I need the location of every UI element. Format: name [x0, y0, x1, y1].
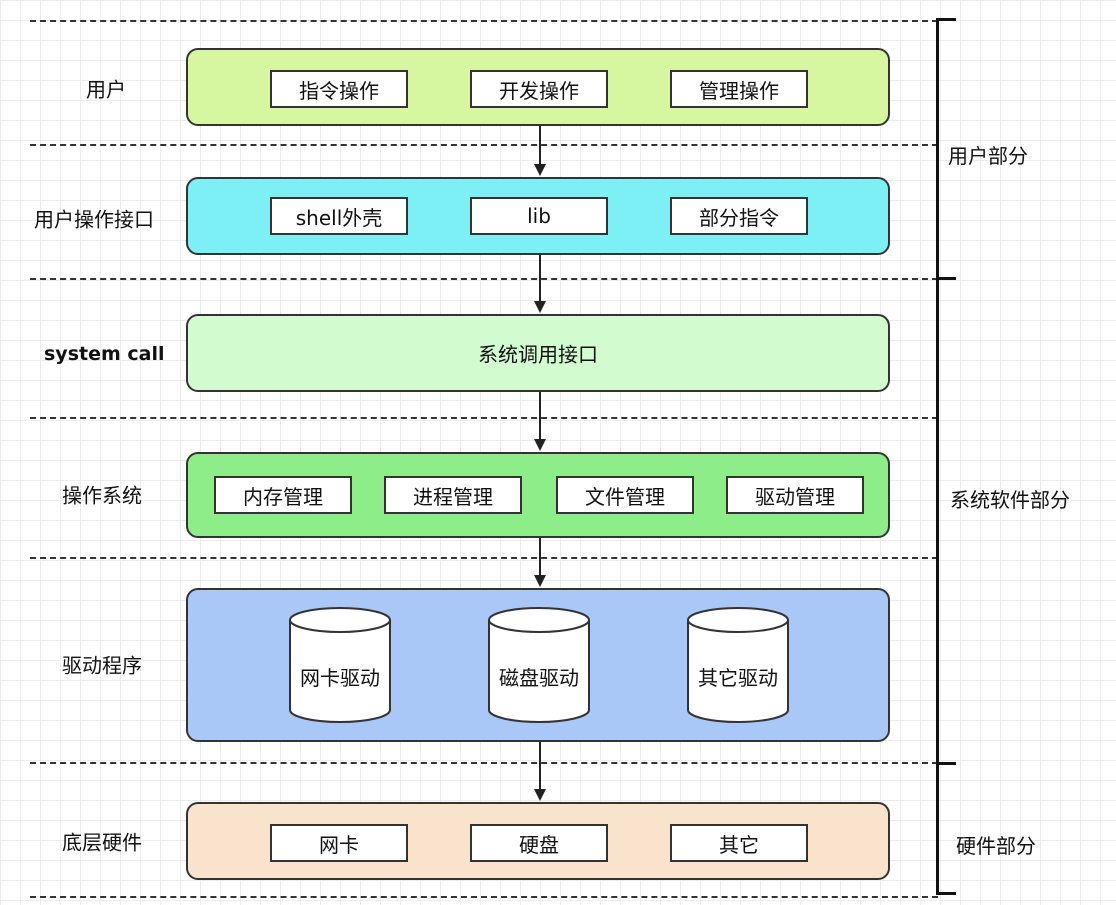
- layer-os: 内存管理 进程管理 文件管理 驱动管理: [186, 452, 890, 538]
- row-label-user-interface: 用户操作接口: [34, 207, 154, 232]
- item-file-mgmt: 文件管理: [556, 476, 694, 514]
- row-label-driver: 驱动程序: [62, 653, 142, 678]
- bracket-tick: [936, 762, 956, 765]
- item-lib: lib: [470, 197, 608, 235]
- arrow-down-icon: [534, 126, 546, 176]
- layer-user-interface: shell外壳 lib 部分指令: [186, 177, 890, 255]
- section-label-hardware: 硬件部分: [956, 834, 1036, 858]
- item-nic: 网卡: [270, 824, 408, 862]
- bracket-tick: [936, 892, 956, 895]
- item-hard-disk: 硬盘: [470, 824, 608, 862]
- divider-line: [30, 144, 938, 146]
- item-memory-mgmt: 内存管理: [214, 476, 352, 514]
- arrow-down-icon: [534, 742, 546, 801]
- divider-line: [30, 20, 938, 22]
- layer-user: 指令操作 开发操作 管理操作: [186, 48, 890, 126]
- divider-line: [30, 278, 938, 280]
- bracket-tick: [936, 18, 956, 21]
- row-label-user: 用户: [86, 77, 126, 102]
- cylinder-label: 其它驱动: [698, 666, 778, 690]
- cylinder-disk-driver: 磁盘驱动: [487, 606, 591, 724]
- divider-line: [30, 417, 938, 419]
- divider-line: [30, 762, 938, 764]
- bracket-vertical-line: [936, 18, 939, 894]
- item-other: 其它: [670, 824, 808, 862]
- item-partial-commands: 部分指令: [670, 197, 808, 235]
- layer-hardware: 网卡 硬盘 其它: [186, 802, 890, 880]
- item-command-op: 指令操作: [270, 70, 408, 108]
- row-label-hardware: 底层硬件: [62, 830, 142, 855]
- row-label-os: 操作系统: [62, 483, 142, 508]
- item-admin-op: 管理操作: [670, 70, 808, 108]
- row-label-system-call: system call: [44, 343, 165, 365]
- section-label-system-software: 系统软件部分: [950, 488, 1070, 512]
- cylinder-label: 网卡驱动: [300, 666, 380, 690]
- arrow-down-icon: [534, 255, 546, 313]
- bracket-tick: [936, 277, 956, 280]
- arrow-down-icon: [534, 538, 546, 587]
- item-dev-op: 开发操作: [470, 70, 608, 108]
- arrow-down-icon: [534, 392, 546, 451]
- system-call-interface-text: 系统调用接口: [478, 342, 598, 367]
- layer-drivers: 网卡驱动 磁盘驱动 其它驱动: [186, 588, 890, 742]
- cylinder-label: 磁盘驱动: [499, 666, 579, 690]
- item-process-mgmt: 进程管理: [384, 476, 522, 514]
- cylinder-other-driver: 其它驱动: [686, 606, 790, 724]
- item-driver-mgmt: 驱动管理: [726, 476, 864, 514]
- cylinder-nic-driver: 网卡驱动: [288, 606, 392, 724]
- divider-line: [30, 896, 938, 898]
- section-label-user: 用户部分: [948, 144, 1028, 168]
- item-shell: shell外壳: [270, 197, 408, 235]
- divider-line: [30, 557, 938, 559]
- layer-system-call: 系统调用接口: [186, 314, 890, 392]
